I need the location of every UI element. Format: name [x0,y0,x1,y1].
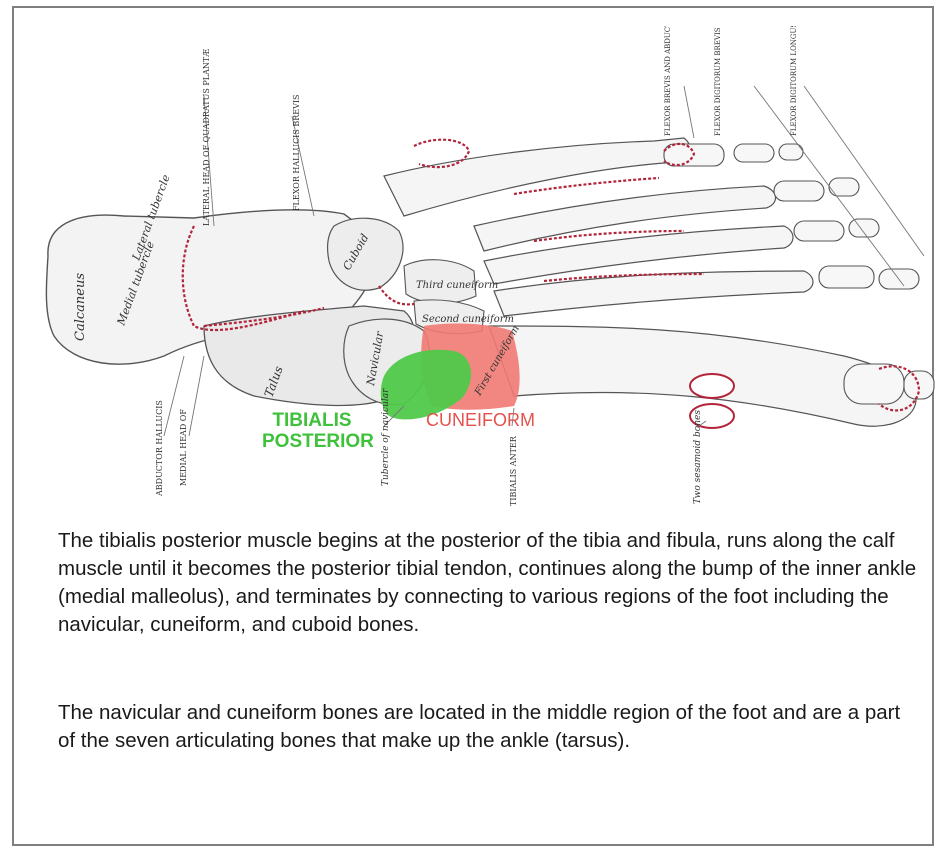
label-tubercle-navicular: Tubercle of navicular [381,388,391,486]
foot-bones-illustration: LATERAL HEAD OF QUADRATUS PLANTÆ FLEXOR … [44,26,944,516]
tibialis-posterior-label-line1: TIBIALIS [262,410,362,431]
label-flexor-digitorum-brevis: FLEXOR DIGITORUM BREVIS [714,27,722,136]
sesamoid-bone [690,374,734,398]
label-third-cuneiform: Third cuneiform [416,280,498,291]
label-abductor-hallucis: ABDUCTOR HALLUCIS [155,400,164,497]
label-flexor-hallucis-brevis: FLEXOR HALLUCIS BREVIS [292,94,301,211]
content-frame: LATERAL HEAD OF QUADRATUS PLANTÆ FLEXOR … [12,6,934,846]
label-tibialis-anterior: TIBIALIS ANTER [509,435,518,506]
cuneiform-label: CUNEIFORM [426,410,535,431]
paragraph-navicular-cuneiform: The navicular and cuneiform bones are lo… [58,699,918,755]
label-flexor-digitorum-longus: FLEXOR DIGITORUM LONGUS [790,26,798,136]
label-medial-head-qp: MEDIAL HEAD OF [179,409,188,486]
label-flexor-brevis-abductor: FLEXOR BREVIS AND ABDUCTOR DIGITI QUINTI [664,26,672,136]
cuboid-bone [328,218,403,290]
label-calcaneus: Calcaneus [73,273,88,341]
label-second-cuneiform: Second cuneiform [422,314,514,325]
tibialis-posterior-label-line2: POSTERIOR [262,431,362,452]
label-two-sesamoid: Two sesamoid bones [693,410,703,504]
paragraph-tibialis-posterior: The tibialis posterior muscle begins at … [58,527,918,639]
tibialis-posterior-label: TIBIALIS POSTERIOR [262,410,362,452]
foot-diagram: LATERAL HEAD OF QUADRATUS PLANTÆ FLEXOR … [44,26,944,516]
label-lateral-head-qp: LATERAL HEAD OF QUADRATUS PLANTÆ [202,49,211,226]
